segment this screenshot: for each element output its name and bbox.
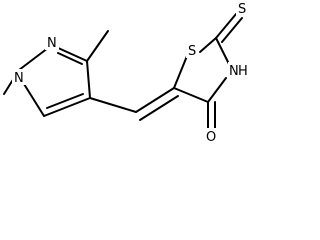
bond-c5t-s1 — [173, 55, 188, 89]
atom-s2: S — [238, 2, 246, 17]
bond-c2-s2 — [215, 13, 237, 39]
bond-ch-c5t — [135, 87, 175, 113]
bond-c4-c5-double — [46, 93, 84, 109]
bond-c4-ch — [89, 97, 137, 113]
bond-n2-c3-double — [57, 52, 83, 65]
bond-c2-n3 — [215, 37, 230, 65]
atom-nh-bg — [228, 62, 242, 78]
atom-nh: N — [229, 64, 239, 79]
atom-o-bg — [204, 128, 218, 144]
molecule-drawing: N N S N H S O — [3, 0, 250, 145]
atom-n2-bg — [45, 34, 59, 50]
bond-c5-n1 — [23, 83, 45, 117]
bond-n1-n2 — [18, 47, 49, 71]
bond-s1-c2 — [199, 37, 217, 53]
atom-s1: S — [188, 44, 196, 59]
bond-c4t-c5t — [173, 87, 209, 103]
bond-n3-c4t — [207, 77, 227, 103]
atom-s2-bg — [236, 0, 250, 16]
atom-s1-bg — [186, 42, 198, 58]
bond-c4-c5 — [43, 97, 91, 117]
structure-diagram: N N S N H S O — [3, 0, 250, 145]
atom-o: O — [206, 130, 216, 145]
atom-n1-bg — [12, 69, 26, 85]
bond-c3-c4 — [86, 60, 91, 99]
bond-ch-c5t-double — [139, 95, 179, 121]
bond-n2-c3 — [55, 46, 88, 62]
atom-n2: N — [47, 36, 57, 51]
bond-c2-s2-double — [221, 17, 243, 43]
atom-n1: N — [14, 71, 24, 86]
atom-nh-h: H — [238, 64, 248, 79]
bond-c3-methyl — [86, 30, 109, 62]
